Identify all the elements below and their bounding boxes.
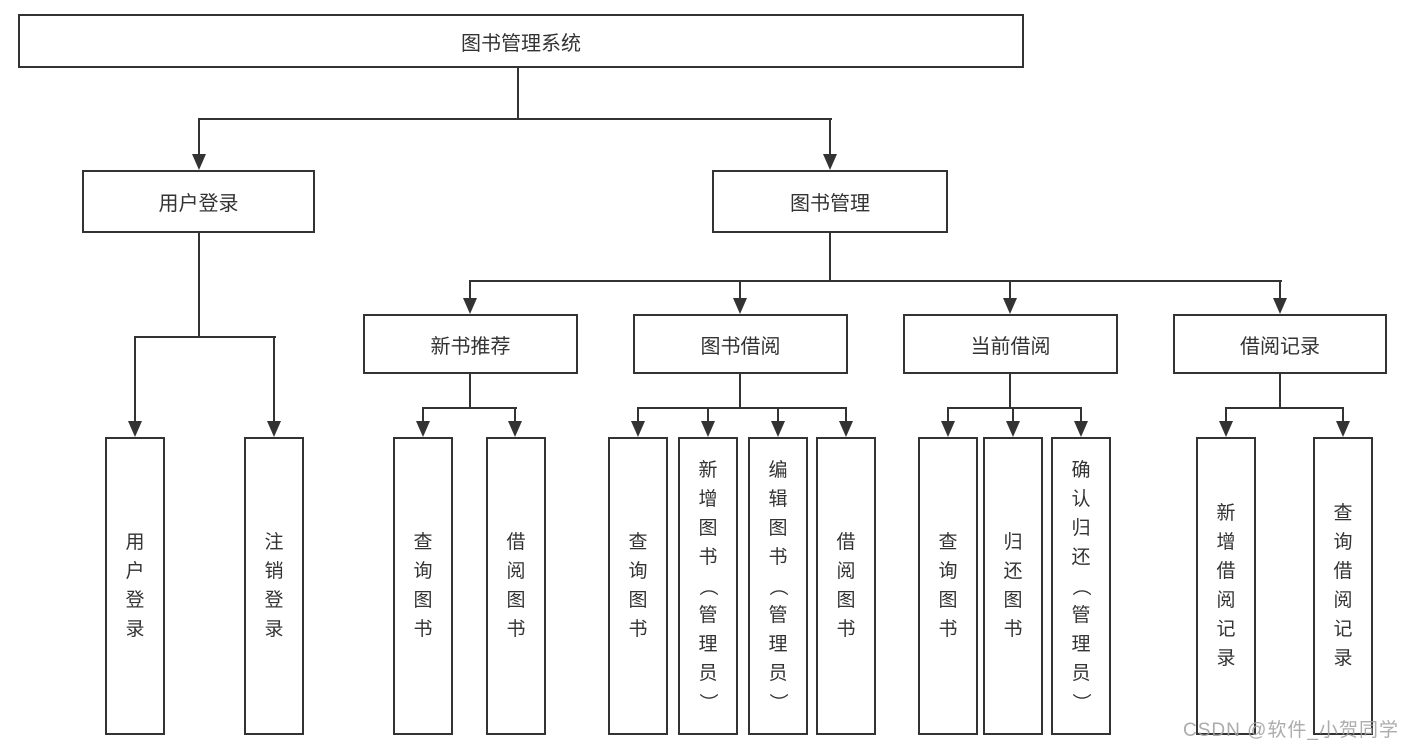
connector: [777, 407, 779, 423]
connector: [637, 407, 847, 409]
node-current-borrowing: 当前借阅: [903, 314, 1118, 374]
connector: [637, 407, 639, 423]
connector: [134, 336, 136, 423]
connector: [514, 407, 516, 423]
connector: [829, 118, 831, 156]
node-label: 借阅图书: [506, 532, 526, 640]
node-label: 查询图书: [413, 532, 433, 640]
node-label: 用户登录: [158, 193, 239, 215]
connector: [1279, 280, 1281, 300]
node-label: 新增图书（管理员）: [697, 459, 719, 712]
connector: [469, 280, 1282, 282]
node-label: 注销登录: [264, 532, 284, 640]
node-label: 借阅图书: [836, 532, 856, 640]
node-label: 查询借阅记录: [1333, 503, 1353, 669]
connector: [1342, 407, 1344, 423]
arrow-down-icon: [1336, 421, 1350, 437]
arrow-down-icon: [128, 421, 142, 437]
connector: [198, 118, 200, 156]
leaf-add-borrow-record: 新增借阅记录: [1196, 437, 1256, 735]
node-label: 归还图书: [1003, 532, 1023, 640]
leaf-query-borrow-record: 查询借阅记录: [1313, 437, 1373, 735]
node-label: 用户登录: [125, 532, 145, 640]
connector: [134, 336, 276, 338]
node-borrowing-records: 借阅记录: [1173, 314, 1387, 374]
node-label: 图书管理: [790, 193, 870, 215]
connector: [1009, 280, 1011, 300]
arrow-down-icon: [1003, 298, 1017, 314]
connector: [469, 374, 471, 409]
connector: [1279, 374, 1281, 409]
connector: [1012, 407, 1014, 423]
arrow-down-icon: [192, 154, 206, 170]
leaf-add-books-admin: 新增图书（管理员）: [678, 437, 738, 735]
connector: [947, 407, 1082, 409]
arrow-down-icon: [823, 154, 837, 170]
node-library-management-system: 图书管理系统: [18, 14, 1024, 68]
leaf-query-books-recommend: 查询图书: [393, 437, 453, 735]
node-new-book-recommendation: 新书推荐: [363, 314, 578, 374]
arrow-down-icon: [267, 421, 281, 437]
arrow-down-icon: [1006, 421, 1020, 437]
arrow-down-icon: [416, 421, 430, 437]
arrow-down-icon: [463, 298, 477, 314]
arrow-down-icon: [508, 421, 522, 437]
leaf-borrow-books-recommend: 借阅图书: [486, 437, 546, 735]
arrow-down-icon: [733, 298, 747, 314]
connector: [273, 336, 275, 423]
node-label: 图书管理系统: [461, 32, 581, 55]
arrow-down-icon: [1273, 298, 1287, 314]
node-label: 图书借阅: [700, 335, 781, 358]
node-label: 编辑图书（管理员）: [767, 459, 789, 712]
connector: [198, 118, 832, 120]
connector: [422, 407, 517, 409]
connector: [707, 407, 709, 423]
leaf-logout: 注销登录: [244, 437, 304, 735]
connector: [829, 233, 831, 282]
leaf-query-books-borrowing: 查询图书: [608, 437, 668, 735]
connector: [1225, 407, 1344, 409]
connector: [422, 407, 424, 423]
node-label: 确认归还（管理员）: [1070, 459, 1092, 712]
arrow-down-icon: [941, 421, 955, 437]
arrow-down-icon: [631, 421, 645, 437]
watermark: CSDN @软件_小贺同学: [1183, 720, 1399, 741]
connector: [517, 68, 519, 120]
node-label: 新书推荐: [430, 335, 511, 358]
node-book-management: 图书管理: [712, 170, 948, 233]
node-user-login: 用户登录: [82, 170, 315, 233]
arrow-down-icon: [839, 421, 853, 437]
connector: [947, 407, 949, 423]
leaf-confirm-return-admin: 确认归还（管理员）: [1051, 437, 1111, 735]
connector: [739, 280, 741, 300]
connector: [1009, 374, 1011, 409]
leaf-edit-books-admin: 编辑图书（管理员）: [748, 437, 808, 735]
arrow-down-icon: [701, 421, 715, 437]
connector: [845, 407, 847, 423]
arrow-down-icon: [1074, 421, 1088, 437]
node-label: 借阅记录: [1240, 335, 1320, 358]
node-label: 查询图书: [938, 532, 958, 640]
leaf-borrow-books: 借阅图书: [816, 437, 876, 735]
arrow-down-icon: [1219, 421, 1233, 437]
node-label: 新增借阅记录: [1216, 503, 1236, 669]
connector: [1225, 407, 1227, 423]
connector: [198, 233, 200, 338]
connector: [469, 280, 471, 300]
connector: [739, 374, 741, 409]
node-label: 当前借阅: [970, 335, 1051, 358]
leaf-query-books-current: 查询图书: [918, 437, 978, 735]
leaf-user-login: 用户登录: [105, 437, 165, 735]
node-label: 查询图书: [628, 532, 648, 640]
arrow-down-icon: [771, 421, 785, 437]
leaf-return-books: 归还图书: [983, 437, 1043, 735]
node-book-borrowing: 图书借阅: [633, 314, 848, 374]
connector: [1080, 407, 1082, 423]
